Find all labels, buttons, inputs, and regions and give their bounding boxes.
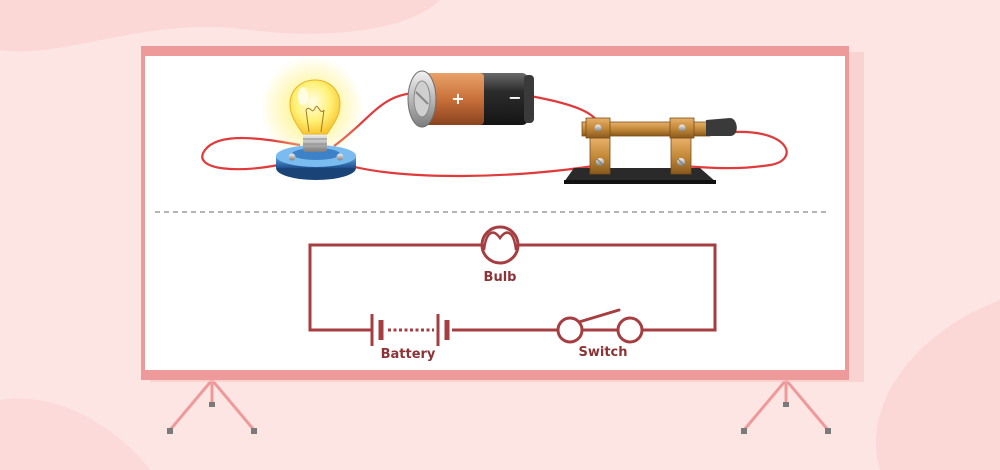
left-stand-feet	[167, 402, 257, 434]
battery-label: Battery	[380, 347, 436, 362]
switch-symbol-icon	[556, 308, 644, 344]
battery-icon: + −	[407, 70, 534, 128]
battery-positive-mark: +	[451, 89, 464, 108]
battery-negative-mark: −	[508, 88, 521, 107]
left-stand	[168, 379, 256, 431]
knife-switch-icon	[564, 117, 737, 184]
light-bulb-icon	[260, 56, 364, 180]
right-stand-feet	[741, 402, 831, 434]
schematic-circuit	[308, 243, 717, 332]
bulb-label: Bulb	[483, 270, 517, 285]
switch-label: Switch	[578, 345, 628, 360]
right-stand	[742, 379, 830, 431]
lamp-symbol-icon	[480, 225, 520, 265]
cell-symbol-icon	[370, 314, 450, 346]
